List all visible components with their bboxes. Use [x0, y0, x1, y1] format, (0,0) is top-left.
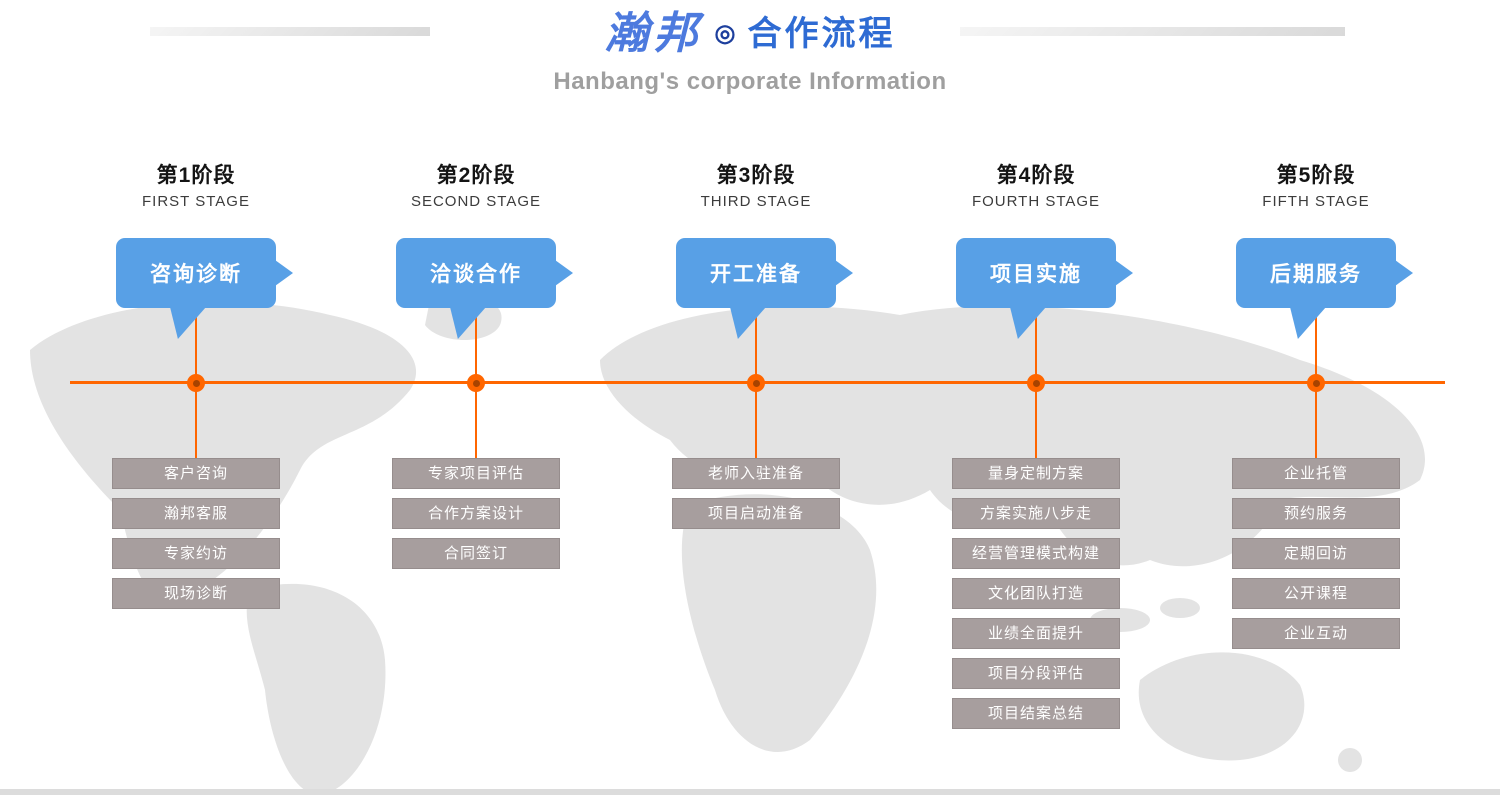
bubble-tail-icon [450, 307, 486, 339]
stage-item: 瀚邦客服 [112, 498, 280, 529]
speech-bubble: 后期服务 [1236, 238, 1413, 339]
map-island-3 [1338, 748, 1362, 772]
stage-item: 专家项目评估 [392, 458, 560, 489]
bubble-arrow-right-icon [555, 260, 573, 286]
stage-title-en: SECOND STAGE [410, 193, 542, 210]
bubble-tail-icon [170, 307, 206, 339]
stage-title-cn: 第5阶段 [1276, 164, 1356, 187]
speech-bubble: 咨询诊断 [116, 238, 293, 339]
bubble-label: 咨询诊断 [150, 263, 242, 286]
speech-bubble: 开工准备 [676, 238, 853, 339]
stage-items: 客户咨询瀚邦客服专家约访现场诊断 [112, 458, 280, 618]
header-line-left [150, 27, 430, 36]
bubble-label: 开工准备 [710, 263, 802, 286]
stage-title-cn: 第3阶段 [716, 164, 796, 187]
map-south-america [246, 583, 386, 795]
bottom-strip [0, 789, 1500, 795]
map-africa [681, 494, 877, 752]
bubble-arrow-right-icon [1395, 260, 1413, 286]
stage-item: 合作方案设计 [392, 498, 560, 529]
stage-item: 预约服务 [1232, 498, 1400, 529]
timeline-dot [187, 374, 205, 392]
timeline-dot [467, 374, 485, 392]
stage-title-cn: 第2阶段 [436, 164, 516, 187]
stage-item: 方案实施八步走 [952, 498, 1120, 529]
stage-item: 项目结案总结 [952, 698, 1120, 729]
brand-logo: 瀚邦 [604, 8, 703, 59]
stage-item: 合同签订 [392, 538, 560, 569]
stage-items: 专家项目评估合作方案设计合同签订 [392, 458, 560, 578]
timeline-dot [1027, 374, 1045, 392]
stage-item: 项目分段评估 [952, 658, 1120, 689]
stage-column: 第1阶段 FIRST STAGE 咨询诊断客户咨询瀚邦客服专家约访现场诊断 [56, 162, 336, 738]
header-line-right [960, 27, 1345, 36]
stage-items: 企业托管预约服务定期回访公开课程企业互动 [1232, 458, 1400, 658]
stage-item: 项目启动准备 [672, 498, 840, 529]
stage-item: 现场诊断 [112, 578, 280, 609]
stage-item: 经营管理模式构建 [952, 538, 1120, 569]
speech-bubble: 项目实施 [956, 238, 1133, 339]
bubble-tail-icon [1010, 307, 1046, 339]
stage-item: 文化团队打造 [952, 578, 1120, 609]
bubble-tail-icon [1290, 307, 1326, 339]
stage-item: 公开课程 [1232, 578, 1400, 609]
bubble-arrow-right-icon [275, 260, 293, 286]
page-title: 合作流程 [747, 15, 896, 53]
stage-column: 第5阶段 FIFTH STAGE 后期服务企业托管预约服务定期回访公开课程企业互动 [1176, 162, 1456, 738]
stage-item: 专家约访 [112, 538, 280, 569]
bubble-label: 项目实施 [990, 263, 1082, 286]
title-row: 瀚邦 ◎ 合作流程 [0, 8, 1500, 60]
stage-column: 第4阶段 FOURTH STAGE 项目实施量身定制方案方案实施八步走经营管理模式构… [896, 162, 1176, 738]
stage-title-en: FIFTH STAGE [1262, 193, 1370, 210]
stage-item: 量身定制方案 [952, 458, 1120, 489]
stage-title-en: THIRD STAGE [700, 193, 812, 210]
stage-item: 客户咨询 [112, 458, 280, 489]
header: 瀚邦 ◎ 合作流程 Hanbang's corporate Informatio… [0, 0, 1500, 96]
stage-items: 老师入驻准备项目启动准备 [672, 458, 840, 538]
map-island-2 [1160, 598, 1200, 618]
stage-item: 业绩全面提升 [952, 618, 1120, 649]
bubble-arrow-right-icon [1115, 260, 1133, 286]
stage-title-cn: 第4阶段 [996, 164, 1076, 187]
stage-item: 老师入驻准备 [672, 458, 840, 489]
stage-items: 量身定制方案方案实施八步走经营管理模式构建文化团队打造业绩全面提升项目分段评估项… [952, 458, 1120, 738]
brand-mark-icon: ◎ [714, 20, 736, 47]
stage-column: 第3阶段 THIRD STAGE 开工准备老师入驻准备项目启动准备 [616, 162, 896, 738]
stage-item: 定期回访 [1232, 538, 1400, 569]
stage-item: 企业托管 [1232, 458, 1400, 489]
stages: 第1阶段 FIRST STAGE 咨询诊断客户咨询瀚邦客服专家约访现场诊断 第2阶段 S… [56, 162, 1456, 738]
bubble-arrow-right-icon [835, 260, 853, 286]
map-australia [1138, 652, 1305, 761]
stage-item: 企业互动 [1232, 618, 1400, 649]
bubble-label: 后期服务 [1270, 263, 1362, 286]
stage-title-en: FOURTH STAGE [971, 193, 1101, 210]
page-subtitle: Hanbang's corporate Information [553, 68, 947, 95]
map-eurasia [600, 305, 1425, 567]
stage-title-cn: 第1阶段 [156, 164, 236, 187]
timeline-dot [1307, 374, 1325, 392]
speech-bubble: 洽谈合作 [396, 238, 573, 339]
timeline-dot [747, 374, 765, 392]
bubble-label: 洽谈合作 [430, 263, 522, 286]
bubble-tail-icon [730, 307, 766, 339]
stage-column: 第2阶段 SECOND STAGE 洽谈合作专家项目评估合作方案设计合同签订 [336, 162, 616, 738]
stage-title-en: FIRST STAGE [142, 193, 250, 210]
